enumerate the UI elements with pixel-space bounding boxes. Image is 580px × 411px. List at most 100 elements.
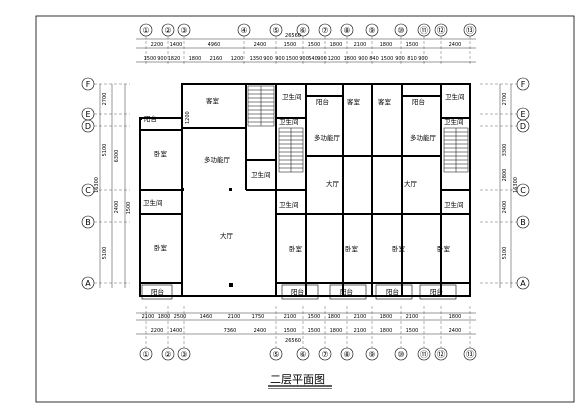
dim-top-row2-10: 900 (299, 56, 309, 62)
dim-top-row1-7: 2100 (354, 42, 367, 48)
axis-left-1-label: E (85, 110, 90, 119)
axis-bottom-9-label: ⑪ (420, 350, 428, 359)
dim-bottom-row1-12: 1800 (449, 314, 462, 320)
axis-top-6-label: ⑦ (321, 26, 328, 35)
room-label-keshi-2: 客室 (347, 97, 361, 106)
dim-top-row1-1: 1400 (170, 42, 183, 48)
dim-left-5: 5100 (102, 247, 108, 260)
axis-top-10-label: ⑪ (420, 26, 428, 35)
axis-left-0-label: F (86, 80, 91, 89)
axis-bottom-6-label: ⑧ (343, 350, 350, 359)
dim-top-row2-8: 900 (275, 56, 285, 62)
dimension-lines (99, 38, 512, 335)
dim-bottom-total: 26560 (285, 338, 301, 344)
dim-top-row2-20: 900 (418, 56, 428, 62)
dim-bottom-row1-11: 2100 (406, 314, 419, 320)
room-label-yangtai-2: 阳台 (144, 114, 157, 123)
axis-bottom-1-label: ② (164, 350, 171, 359)
dim-bottom-row1-1: 1800 (158, 314, 171, 320)
axis-left-4-label: B (85, 218, 91, 227)
room-label-yangtai-4: 阳台 (412, 97, 425, 106)
room-label-woshi-1: 卧室 (154, 149, 168, 158)
axis-bottom-2-label: ③ (180, 350, 187, 359)
dim-bottom-row2-2: 7360 (224, 328, 237, 334)
dim-top-row2-4: 2160 (210, 56, 223, 62)
dim-left-6: 16300 (94, 177, 100, 193)
dim-top-row2-11: 540 (308, 56, 318, 62)
axis-top-5-label: ⑥ (299, 26, 306, 35)
axis-bottom-4-label: ⑥ (299, 350, 306, 359)
dim-top-row1-5: 1500 (308, 42, 321, 48)
dim-top-row1-8: 1800 (380, 42, 393, 48)
axis-bottom-7-label: ⑨ (368, 350, 375, 359)
dim-bottom-row2-6: 1800 (330, 328, 343, 334)
axis-top-2-label: ③ (180, 26, 187, 35)
dim-top-row1-0: 2200 (151, 42, 164, 48)
axis-top-11-label: ⑫ (437, 26, 445, 35)
axis-top-0-label: ① (142, 26, 149, 35)
room-label-yangtai-7: 阳台 (386, 287, 399, 296)
dim-left-3: 2400 (114, 201, 120, 214)
dim-right-0: 2700 (502, 93, 508, 106)
axis-bottom-0-label: ① (142, 350, 149, 359)
small-dim-label: 1200 (185, 111, 191, 124)
axis-top-7-label: ⑧ (343, 26, 350, 35)
dim-bottom-row2-8: 1800 (380, 328, 393, 334)
room-label-weishengjian-2: 卫生间 (143, 198, 163, 207)
dim-bottom-row1-6: 2100 (284, 314, 297, 320)
columns (139, 117, 233, 287)
dim-top-row2-16: 840 (369, 56, 379, 62)
dim-top-row2-7: 900 (263, 56, 273, 62)
room-label-yangtai-3: 阳台 (316, 97, 329, 106)
axis-top-4-label: ⑤ (272, 26, 279, 35)
dim-top-row2-15: 900 (358, 56, 368, 62)
dim-right-5: 16300 (513, 177, 519, 193)
axis-bottom-5-label: ⑦ (321, 350, 328, 359)
room-label-weishengjian-6: 卫生间 (444, 117, 464, 126)
dim-top-row2-9: 1500 (286, 56, 299, 62)
room-label-weishengjian-8: 卫生间 (444, 200, 464, 209)
dim-top-row1-4: 1500 (284, 42, 297, 48)
axis-right-2-label: D (520, 122, 526, 131)
room-label-weishengjian-1: 卫生间 (251, 170, 271, 179)
room-label-woshi-3: 卧室 (289, 244, 303, 253)
dim-right-4: 5100 (502, 247, 508, 260)
dim-bottom-row2-0: 2200 (151, 328, 164, 334)
dim-bottom-row1-8: 1800 (328, 314, 341, 320)
axis-right-5-label: A (520, 279, 526, 288)
room-label-weishengjian-4: 卫生间 (445, 92, 465, 101)
axis-left-5-label: A (85, 279, 91, 288)
axis-bottom-3-label: ⑤ (272, 350, 279, 359)
dim-top-row2-13: 1200 (328, 56, 341, 62)
axis-right-3-label: C (520, 186, 526, 195)
dim-bottom-row1-5: 1750 (252, 314, 265, 320)
room-label-weishengjian-7: 卫生间 (279, 200, 299, 209)
room-label-weishengjian-5: 卫生间 (279, 117, 299, 126)
room-label-weishengjian-3: 卫生间 (282, 92, 302, 101)
dim-top-row2-3: 1800 (189, 56, 202, 62)
axis-bottom-11-label: ⑬ (466, 350, 474, 359)
stairs-right (443, 127, 469, 173)
room-labels: 客室 卧室 多功能厅 卫生间 卫生间 卧室 大厅 阳台 阳台 卫生间 阳台 客室… (143, 92, 465, 296)
axis-bottom-8-label: ⑩ (397, 350, 404, 359)
room-label-woshi-4: 卧室 (345, 244, 359, 253)
room-label-yangtai-8: 阳台 (430, 287, 443, 296)
dim-top-row2-14: 1800 (344, 56, 357, 62)
axis-right-0-label: F (521, 80, 526, 89)
dim-bottom-row2-10: 2400 (449, 328, 462, 334)
axis-top-3-label: ④ (240, 26, 247, 35)
axis-right-4-label: B (520, 218, 526, 227)
room-label-duogongneng-3: 多功能厅 (410, 133, 437, 142)
axis-top-12-label: ⑬ (466, 26, 474, 35)
dim-bottom-row2-3: 2400 (254, 328, 267, 334)
dim-top-row2-2: 1820 (168, 56, 181, 62)
room-label-keshi-1: 客室 (206, 96, 220, 105)
axis-bottom-10-label: ⑫ (437, 350, 445, 359)
dim-top-row2-12: 900 (317, 56, 327, 62)
dim-top-row2-1: 900 (157, 56, 167, 62)
stairs-middle (278, 127, 304, 173)
axis-top-9-label: ⑩ (397, 26, 404, 35)
dim-bottom-row2-4: 1500 (284, 328, 297, 334)
